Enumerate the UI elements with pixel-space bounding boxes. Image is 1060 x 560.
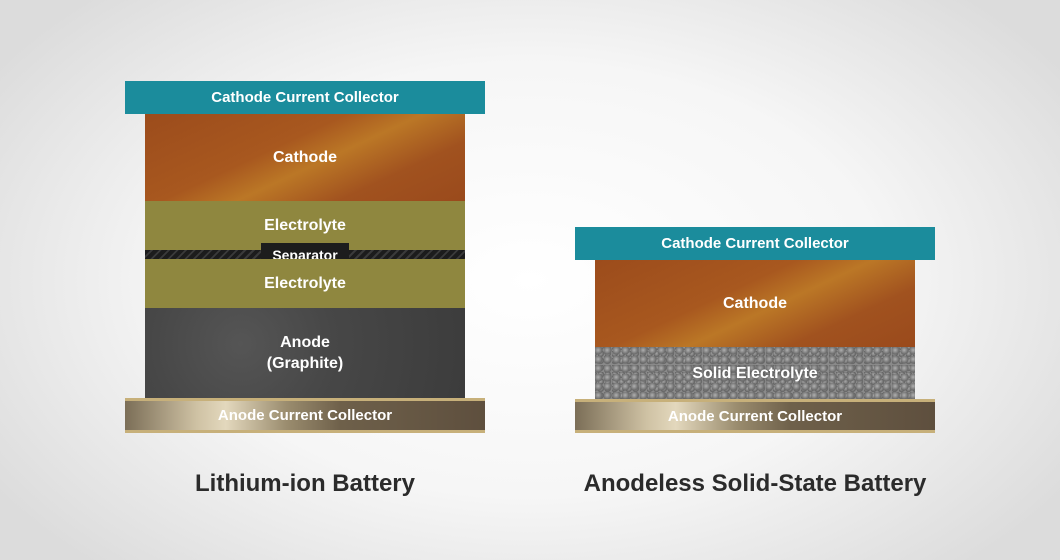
electrolyte-top-layer: Electrolyte [145, 201, 465, 250]
layer-label: Solid Electrolyte [692, 364, 818, 382]
layer-label: (Graphite) [266, 355, 344, 372]
anode-graphite-layer: Anode (Graphite) [145, 308, 465, 398]
cathode-layer: Cathode [145, 114, 465, 201]
solid-electrolyte-layer: Solid Electrolyte [595, 347, 915, 399]
cathode-layer: Cathode [595, 260, 915, 347]
lithium-ion-title: Lithium-ion Battery [195, 470, 415, 497]
layer-label: Electrolyte [264, 275, 346, 292]
layer-label: Anode [280, 334, 330, 351]
anodeless-title: Anodeless Solid-State Battery [583, 470, 927, 497]
layer-label: Cathode [273, 149, 337, 166]
layer-label: Electrolyte [264, 217, 346, 234]
layer-label: Cathode [723, 295, 787, 312]
cathode-current-collector: Cathode Current Collector [125, 81, 485, 114]
electrolyte-bottom-layer: Electrolyte [145, 259, 465, 308]
cathode-current-collector: Cathode Current Collector [575, 227, 935, 260]
layer-label: Anode Current Collector [217, 407, 393, 424]
layer-label: Cathode Current Collector [661, 235, 849, 252]
layer-label: Cathode Current Collector [211, 89, 399, 106]
anode-current-collector: Anode Current Collector [125, 398, 485, 433]
layer-label: Anode Current Collector [667, 407, 843, 425]
anode-current-collector: Anode Current Collector [575, 399, 935, 433]
